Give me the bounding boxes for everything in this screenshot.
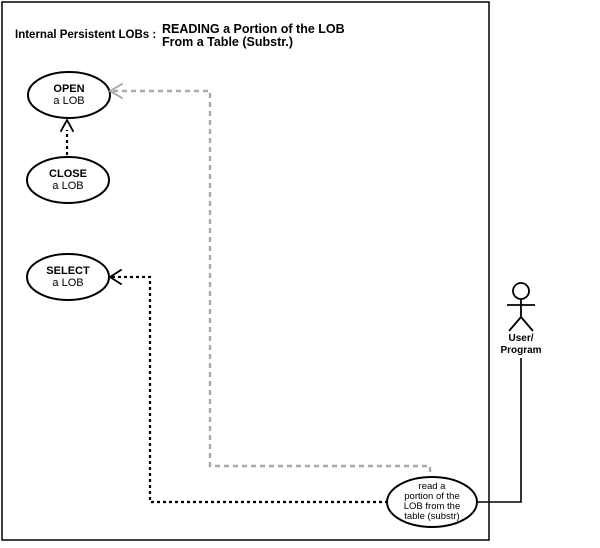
stick-figure-body-icon xyxy=(507,299,535,332)
diagram-header: Internal Persistent LOBs : READING a Por… xyxy=(15,22,345,49)
usecase-open-label: OPEN xyxy=(53,83,84,95)
usecase-read-portion-ellipse xyxy=(386,476,478,528)
page-title-line1: READING a Portion of the LOB xyxy=(162,22,345,36)
stick-figure-head-icon xyxy=(512,282,530,300)
page-title-line2: From a Table (Substr.) xyxy=(162,35,293,49)
context-label: Internal Persistent LOBs : xyxy=(15,29,156,41)
usecase-select-a-lob: SELECT a LOB xyxy=(26,253,110,301)
usecase-close-ellipse xyxy=(26,156,110,204)
usecase-read-portion-line1: read a xyxy=(419,481,447,492)
association-actor-to-read-line xyxy=(477,358,522,503)
dependency-read-to-select-line xyxy=(112,275,387,504)
arrowhead-left-open-gray-icon xyxy=(108,82,124,100)
usecase-select-label: SELECT xyxy=(46,265,90,277)
diagram-frame xyxy=(1,1,490,541)
usecase-open-a-lob: OPEN a LOB xyxy=(27,71,111,119)
dependency-read-to-open-line xyxy=(113,89,432,476)
actor-label-line2: Program xyxy=(500,345,541,356)
usecase-open-sublabel: a LOB xyxy=(53,95,84,107)
usecase-open-ellipse xyxy=(27,71,111,119)
usecase-close-label: CLOSE xyxy=(49,168,87,180)
usecase-close-a-lob: CLOSE a LOB xyxy=(26,156,110,204)
usecase-read-portion-line2: portion of the xyxy=(404,491,459,502)
usecase-read-portion: read a portion of the LOB from the table… xyxy=(386,476,478,528)
usecase-select-sublabel: a LOB xyxy=(52,277,83,289)
usecase-read-portion-line3: LOB from the xyxy=(404,501,461,512)
actor-user-program: User/ Program xyxy=(500,282,542,356)
usecase-close-sublabel: a LOB xyxy=(52,180,83,192)
arrowhead-up-open-icon xyxy=(59,118,75,133)
actor-label-line1: User/ xyxy=(508,333,533,344)
arrowhead-left-select-icon xyxy=(108,268,123,286)
usecase-read-portion-line4: table (substr) xyxy=(404,511,459,522)
